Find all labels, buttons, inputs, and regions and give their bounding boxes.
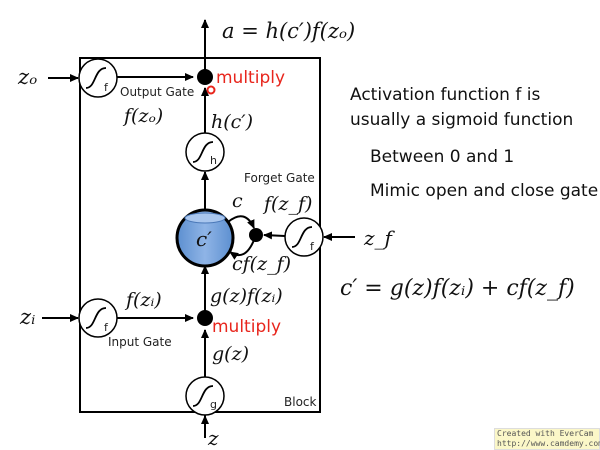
multiply-dot-forget [249, 228, 263, 242]
input-gate-label: Input Gate [108, 335, 172, 349]
note-line-3: Between 0 and 1 [370, 147, 514, 167]
cell-label: c′ [196, 227, 212, 251]
watermark-line-1: Created with EverCam [497, 429, 594, 438]
watermark-line-2: http://www.camdemy.com [497, 439, 600, 448]
input-zf: z_f [363, 226, 396, 250]
f-zf-label: f(z_f) [262, 193, 312, 215]
memory-cell: c′ [175, 208, 235, 268]
gate-h-label: h [210, 154, 217, 167]
cursor-marker-icon [206, 85, 216, 95]
gate-g-label: g [210, 398, 217, 411]
note-line-4: Mimic open and close gate [370, 181, 598, 201]
f-zo-label: f(zₒ) [122, 105, 163, 127]
multiply-label-top: multiply [216, 68, 285, 88]
output-gate-label: Output Gate [120, 85, 194, 99]
gz-label: g(z) [212, 343, 249, 365]
note-line-2: usually a sigmoid function [350, 110, 573, 130]
gate-f-label: f [104, 321, 109, 334]
h-c-label: h(c′) [211, 111, 253, 133]
block-label: Block [284, 395, 317, 409]
output-equation: a = h(c′)f(zₒ) [222, 19, 355, 43]
multiply-dot-input [197, 310, 213, 326]
c-label: c [232, 190, 243, 212]
input-zi: zᵢ [19, 305, 35, 329]
multiply-dot-output [197, 69, 213, 85]
input-z: z [207, 426, 219, 450]
gate-f-label: f [104, 81, 109, 94]
input-gate-sigmoid: f [78, 298, 118, 338]
h-sigmoid: h [185, 132, 225, 172]
input-zo: zₒ [17, 65, 37, 89]
gate-f-label: f [310, 240, 315, 253]
cf-zf-label: cf(z_f) [232, 253, 291, 275]
watermark: Created with EverCam http://www.camdemy.… [494, 428, 600, 450]
output-gate-sigmoid: f [78, 58, 118, 98]
gz-fzi-label: g(z)f(zᵢ) [210, 285, 283, 307]
g-sigmoid: g [185, 376, 225, 416]
forget-gate-label: Forget Gate [244, 171, 315, 185]
note-line-1: Activation function f is [350, 85, 540, 105]
f-zi-label: f(zᵢ) [124, 289, 162, 311]
cell-update-equation: c′ = g(z)f(zᵢ) + cf(z_f) [340, 276, 575, 301]
forget-gate-sigmoid: f [284, 217, 324, 257]
multiply-label-bottom: multiply [212, 317, 281, 337]
